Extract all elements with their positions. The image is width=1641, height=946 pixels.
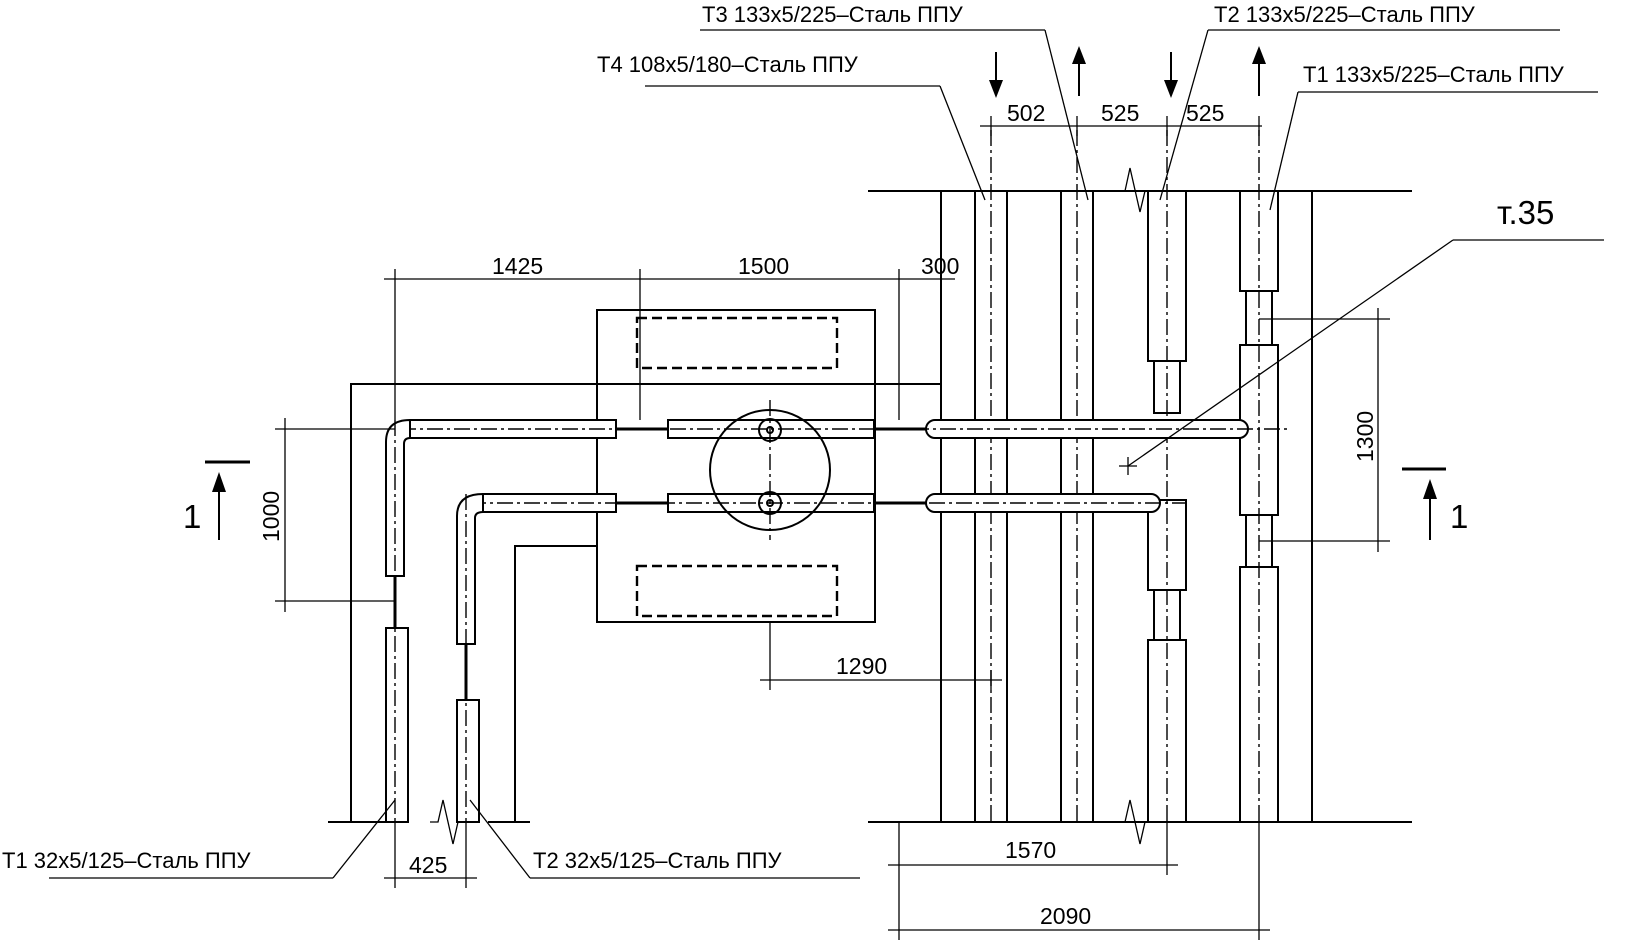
horizontal-branch-pipes [400,400,1290,540]
section-mark-left-number: 1 [183,498,201,535]
label-t4-top: Т4 108х5/180–Сталь ППУ [597,52,859,77]
dim-425: 425 [409,852,447,878]
label-t1-top: Т1 133х5/225–Сталь ППУ [1303,62,1565,87]
leaders [49,29,1604,879]
dim-1570: 1570 [1005,837,1056,863]
left-vertical-pipes [385,418,484,823]
dim-1000: 1000 [258,491,284,542]
dim-1290: 1290 [836,653,887,679]
dimension-lines [275,116,1390,940]
label-t2-bottom: Т2 32х5/125–Сталь ППУ [533,848,783,873]
main-vertical-pipes [940,130,1313,823]
dim-525-a: 525 [1101,100,1139,126]
section-mark-right-number: 1 [1450,498,1468,535]
dim-300: 300 [921,253,959,279]
label-t2-top: Т2 133х5/225–Сталь ППУ [1214,2,1476,27]
dim-1300: 1300 [1352,411,1378,462]
dim-525-b: 525 [1186,100,1224,126]
label-point-35: т.35 [1497,194,1554,231]
label-t1-bottom: Т1 32х5/125–Сталь ППУ [2,848,252,873]
outlines [328,167,1412,845]
section-marks [205,460,1446,540]
dim-502: 502 [1007,100,1045,126]
dim-2090: 2090 [1040,903,1091,929]
dim-1500: 1500 [738,253,789,279]
label-t3-top: Т3 133х5/225–Сталь ППУ [702,2,964,27]
dim-1425: 1425 [492,253,543,279]
